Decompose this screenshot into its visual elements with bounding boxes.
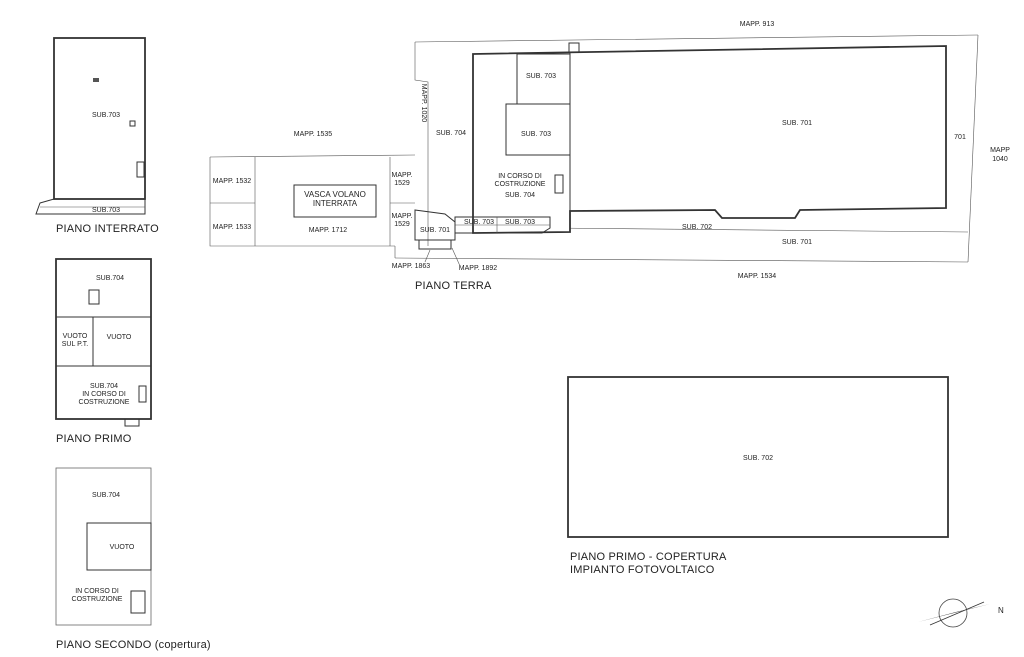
copertura-outline: [567, 376, 949, 538]
sub701-entry: [414, 209, 456, 241]
mapp1712-label: MAPP. 1712: [309, 227, 348, 234]
terra-corso-label-2: COSTRUZIONE: [495, 181, 546, 188]
terra-sub704-label: SUB. 704: [436, 130, 466, 137]
piano-interrato-plan: SUB.703 SUB.703 PIANO INTERRATO: [35, 37, 159, 235]
mapp1863-box: [418, 239, 452, 250]
primo-title: PIANO PRIMO: [56, 433, 132, 445]
mapp1532-label: MAPP. 1532: [213, 178, 252, 185]
vasca-volano-box: [293, 184, 377, 218]
primo-outline: [55, 258, 152, 420]
terra-corso-label-1: IN CORSO DI: [498, 173, 542, 180]
mapp1529a-label-2: 1529: [394, 180, 410, 187]
secondo-title: PIANO SECONDO (copertura): [56, 639, 211, 651]
north-label: N: [998, 606, 1004, 615]
mapp1535-label: MAPP. 1535: [294, 131, 333, 138]
terra-sub701-entry-label: SUB. 701: [420, 227, 450, 234]
piano-secondo-plan: SUB.704 VUOTO IN CORSO DI COSTRUZIONE PI…: [55, 467, 211, 651]
lot-boundary-west: [209, 157, 395, 247]
sub703-room-b: [505, 103, 571, 156]
mapp1040-label-1: MAPP: [990, 147, 1010, 154]
terra-stair: [554, 174, 564, 194]
terra-shaft: [568, 42, 580, 53]
interrato-stair-symbol: [93, 78, 99, 82]
mapp1020-label: MAPP. 1020: [420, 84, 427, 123]
lot-boundary-north-west: [209, 154, 416, 158]
secondo-sub704-label: SUB.704: [92, 492, 120, 499]
north-arrow-circle-icon: [938, 598, 968, 628]
vasca-label-1: VASCA VOLANO: [304, 190, 366, 199]
mapp913-label: MAPP. 913: [740, 21, 775, 28]
terra-title: PIANO TERRA: [415, 280, 492, 292]
interrato-ramp: [35, 198, 146, 215]
terra-sub703d-label: SUB. 703: [505, 219, 535, 226]
mapp1529b-label-2: 1529: [394, 221, 410, 228]
terra-sub703b-label: SUB. 703: [521, 131, 551, 138]
terra-sub703a-label: SUB. 703: [526, 73, 556, 80]
copertura-title-1: PIANO PRIMO - COPERTURA: [570, 551, 727, 563]
mapp1529a-label-1: MAPP.: [392, 172, 413, 179]
secondo-corso-label-2: COSTRUZIONE: [72, 596, 123, 603]
mapp1534-label: MAPP. 1534: [738, 273, 777, 280]
mapp1040-label-2: 1040: [992, 156, 1008, 163]
secondo-stair: [130, 590, 146, 614]
terra-sub701-main-label: SUB. 701: [782, 120, 812, 127]
secondo-vuoto-box: [86, 522, 152, 571]
interrato-shaft: [129, 120, 136, 127]
mapp1892-leader: [451, 247, 461, 267]
interrato-stair: [136, 161, 145, 178]
piano-primo-plan: SUB.704 VUOTO SUL P.T. VUOTO SUB.704 IN …: [55, 258, 152, 445]
primo-stair-2: [138, 385, 147, 403]
primo-sub704b-label-3: COSTRUZIONE: [79, 399, 130, 406]
terra-701-label: 701: [954, 134, 966, 141]
terra-corso-label-3: SUB. 704: [505, 192, 535, 199]
terra-sub703c-label: SUB. 703: [464, 219, 494, 226]
interrato-sub703-label: SUB.703: [92, 112, 120, 119]
primo-stair: [88, 289, 100, 305]
lot-internal-south: [549, 227, 969, 233]
main-building-outline: [472, 45, 947, 234]
north-arrow-needle-icon: [918, 604, 990, 622]
secondo-outline: [55, 467, 152, 626]
lot-boundary-south: [394, 257, 969, 263]
mapp1529b-label-1: MAPP.: [392, 213, 413, 220]
primo-sub704b-label-1: SUB.704: [90, 383, 118, 390]
primo-vuoto-pt-label-1: VUOTO: [63, 333, 88, 340]
vasca-label-2: INTERRATA: [313, 199, 358, 208]
copertura-title-2: IMPIANTO FOTOVOLTAICO: [570, 564, 715, 576]
interrato-outline: [53, 37, 146, 200]
lot-boundary-east: [967, 34, 979, 263]
mapp1863-leader: [424, 249, 431, 263]
interrato-title: PIANO INTERRATO: [56, 223, 159, 235]
north-arrow-axis: [929, 601, 985, 626]
mapp1892-label: MAPP. 1892: [459, 265, 498, 272]
terra-sub702-label: SUB. 702: [682, 224, 712, 231]
secondo-vuoto-label: VUOTO: [110, 544, 135, 551]
primo-balcony: [124, 418, 140, 427]
interrato-ramp-label: SUB.703: [92, 207, 120, 214]
terra-sub701-south-label: SUB. 701: [782, 239, 812, 246]
piano-terra-plan: MAPP. 913 MAPP. 1535 MAPP. 1532 MAPP. 15…: [209, 21, 1010, 292]
primo-vuoto-pt-label-2: SUL P.T.: [62, 341, 89, 348]
primo-sub704-label: SUB.704: [96, 275, 124, 282]
north-arrow: N: [918, 598, 1004, 628]
copertura-sub702-label: SUB. 702: [743, 455, 773, 462]
primo-vuoto-label: VUOTO: [107, 334, 132, 341]
mapp1863-label: MAPP. 1863: [392, 263, 431, 270]
lot-boundary-corridor: [414, 42, 429, 155]
lot-boundary-north: [414, 34, 979, 43]
primo-sub704b-label-2: IN CORSO DI: [82, 391, 126, 398]
secondo-corso-label-1: IN CORSO DI: [75, 588, 119, 595]
copertura-plan: SUB. 702 PIANO PRIMO - COPERTURA IMPIANT…: [567, 376, 949, 576]
mapp1533-label: MAPP. 1533: [213, 224, 252, 231]
